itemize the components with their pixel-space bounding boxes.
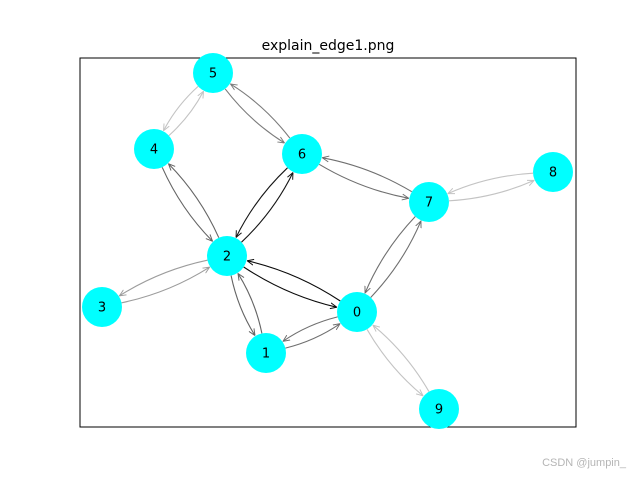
node-label: 2 <box>223 250 231 265</box>
edge-4-to-5 <box>168 92 203 137</box>
edges-layer <box>120 84 534 395</box>
node-9: 9 <box>419 389 459 429</box>
edge-6-to-2 <box>236 167 288 237</box>
node-circle <box>337 292 377 332</box>
edge-4-to-2 <box>161 167 212 241</box>
node-5: 5 <box>193 53 233 93</box>
edge-0-to-2 <box>248 261 341 302</box>
node-0: 0 <box>337 292 377 332</box>
edge-6-to-7 <box>318 163 408 198</box>
node-circle <box>533 152 573 192</box>
node-label: 6 <box>298 148 306 163</box>
edge-6-to-5 <box>231 84 291 139</box>
edge-7-to-0 <box>365 216 416 293</box>
node-label: 9 <box>435 403 443 418</box>
edge-2-to-1 <box>230 275 255 336</box>
node-circle <box>409 182 449 222</box>
node-circle <box>246 333 286 373</box>
chart-title: explain_edge1.png <box>262 38 395 54</box>
node-label: 4 <box>150 143 158 158</box>
node-7: 7 <box>409 182 449 222</box>
node-circle <box>134 129 174 169</box>
edge-2-to-4 <box>169 164 220 238</box>
nodes-layer: 0 1 2 3 4 5 6 7 8 9 <box>82 53 573 429</box>
node-1: 1 <box>246 333 286 373</box>
edge-2-to-3 <box>120 259 208 296</box>
node-circle <box>193 53 233 93</box>
edge-1-to-2 <box>238 274 263 334</box>
edge-0-to-1 <box>283 316 338 341</box>
node-4: 4 <box>134 129 174 169</box>
node-8: 8 <box>533 152 573 192</box>
edge-1-to-0 <box>285 324 339 349</box>
edge-8-to-7 <box>448 172 534 193</box>
node-label: 1 <box>262 347 270 362</box>
axes-frame <box>79 57 577 428</box>
node-label: 0 <box>353 306 361 321</box>
node-6: 6 <box>282 134 322 174</box>
edge-7-to-6 <box>323 158 413 193</box>
edge-5-to-4 <box>164 85 199 130</box>
watermark-text: CSDN @jumpin_ <box>542 457 626 469</box>
node-circle <box>82 287 122 327</box>
edge-0-to-7 <box>370 221 421 298</box>
edge-9-to-0 <box>373 325 430 392</box>
edge-7-to-8 <box>448 181 534 202</box>
node-circle <box>419 389 459 429</box>
edge-0-to-9 <box>366 329 423 395</box>
node-label: 7 <box>425 196 433 211</box>
node-2: 2 <box>207 236 247 276</box>
edge-3-to-2 <box>121 267 210 304</box>
node-3: 3 <box>82 287 122 327</box>
node-circle <box>207 236 247 276</box>
edge-2-to-0 <box>243 266 337 307</box>
node-label: 3 <box>98 301 106 316</box>
node-label: 8 <box>549 166 557 181</box>
edge-5-to-6 <box>224 88 284 143</box>
node-label: 5 <box>209 67 217 82</box>
node-circle <box>282 134 322 174</box>
edge-2-to-6 <box>241 173 293 243</box>
